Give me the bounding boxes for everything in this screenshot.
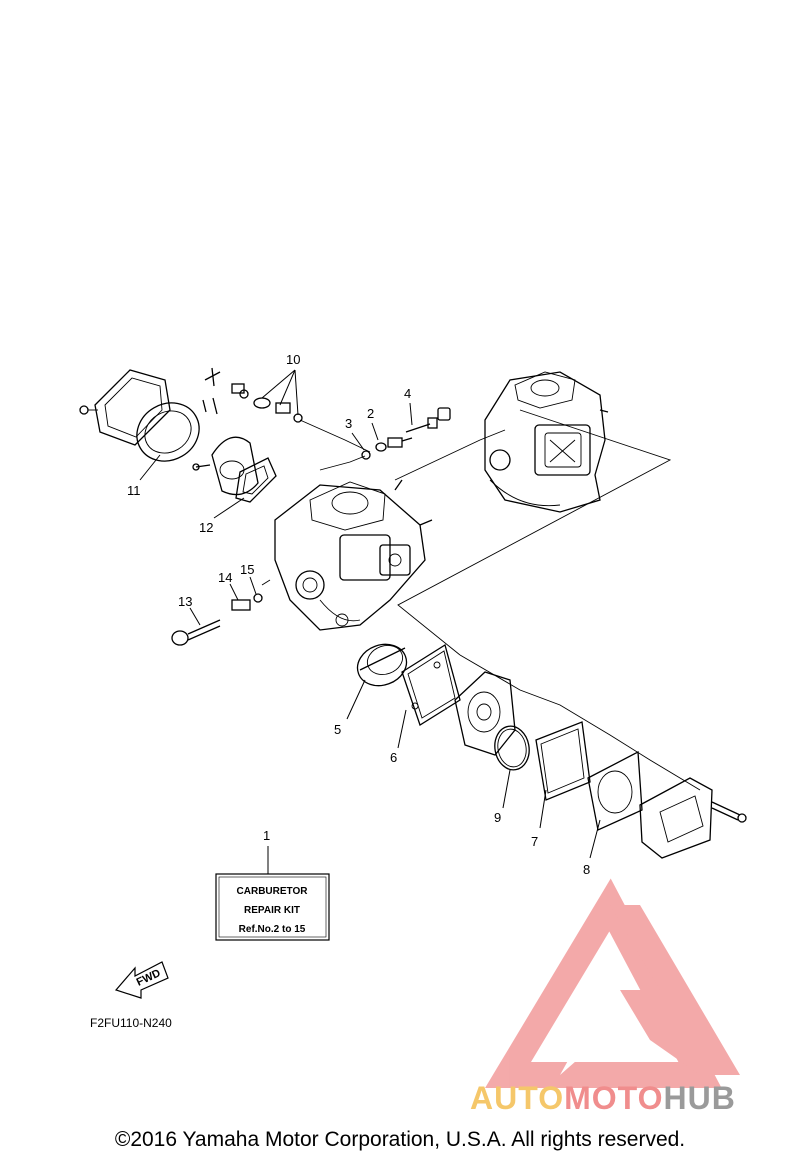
copyright-notice: ©2016 Yamaha Motor Corporation, U.S.A. A… bbox=[114, 1128, 686, 1151]
pump-body bbox=[454, 671, 516, 756]
wordmark-part-2: MOTO bbox=[564, 1080, 664, 1116]
callout-13: 13 bbox=[178, 594, 192, 609]
callout-15: 15 bbox=[240, 562, 254, 577]
kit-line-1: CARBURETOR bbox=[237, 886, 309, 897]
callout-4: 4 bbox=[404, 386, 411, 401]
callout-3: 3 bbox=[345, 416, 352, 431]
watermark-logo bbox=[485, 878, 740, 1088]
callout-1: 1 bbox=[263, 828, 270, 843]
callout-8: 8 bbox=[583, 862, 590, 877]
gasket-part-8 bbox=[587, 750, 643, 831]
watermark-wordmark: AUTOMOTOHUB bbox=[470, 1080, 736, 1117]
carburetor-body-front bbox=[274, 479, 433, 631]
fwd-arrow-icon: FWD bbox=[114, 961, 169, 999]
leader-lines bbox=[139, 369, 601, 874]
plate-part-6 bbox=[401, 643, 461, 726]
plate-part-7 bbox=[535, 721, 591, 801]
callout-6: 6 bbox=[390, 750, 397, 765]
callout-10: 10 bbox=[286, 352, 300, 367]
pump-cover-part-12 bbox=[192, 436, 277, 503]
o-ring-part-9 bbox=[494, 725, 530, 771]
callout-2: 2 bbox=[367, 406, 374, 421]
kit-line-2: REPAIR KIT bbox=[244, 905, 300, 916]
callout-12: 12 bbox=[199, 520, 213, 535]
callout-9: 9 bbox=[494, 810, 501, 825]
repair-kit-label: CARBURETOR REPAIR KIT Ref.No.2 to 15 bbox=[215, 873, 330, 941]
kit-line-3: Ref.No.2 to 15 bbox=[239, 924, 306, 935]
callout-5: 5 bbox=[334, 722, 341, 737]
screw-spring-parts-13-14-15 bbox=[171, 593, 263, 646]
callout-7: 7 bbox=[531, 834, 538, 849]
callout-14: 14 bbox=[218, 570, 232, 585]
gasket-part-5 bbox=[356, 643, 408, 687]
carburetor-body-rear bbox=[484, 371, 609, 513]
assembly-guide-lines bbox=[261, 409, 701, 791]
callout-numbers: 1 2 3 4 5 6 7 8 9 10 11 12 13 14 15 bbox=[127, 352, 590, 877]
wordmark-part-1: AUTO bbox=[470, 1080, 565, 1116]
callout-11: 11 bbox=[127, 483, 141, 498]
needle-valve-parts-2-3-4 bbox=[361, 407, 451, 460]
wordmark-part-3: HUB bbox=[663, 1080, 736, 1116]
end-cover bbox=[639, 777, 747, 859]
cover-diaphragm-part-11 bbox=[79, 369, 200, 462]
drawing-code: F2FU110-N240 bbox=[90, 1016, 172, 1030]
